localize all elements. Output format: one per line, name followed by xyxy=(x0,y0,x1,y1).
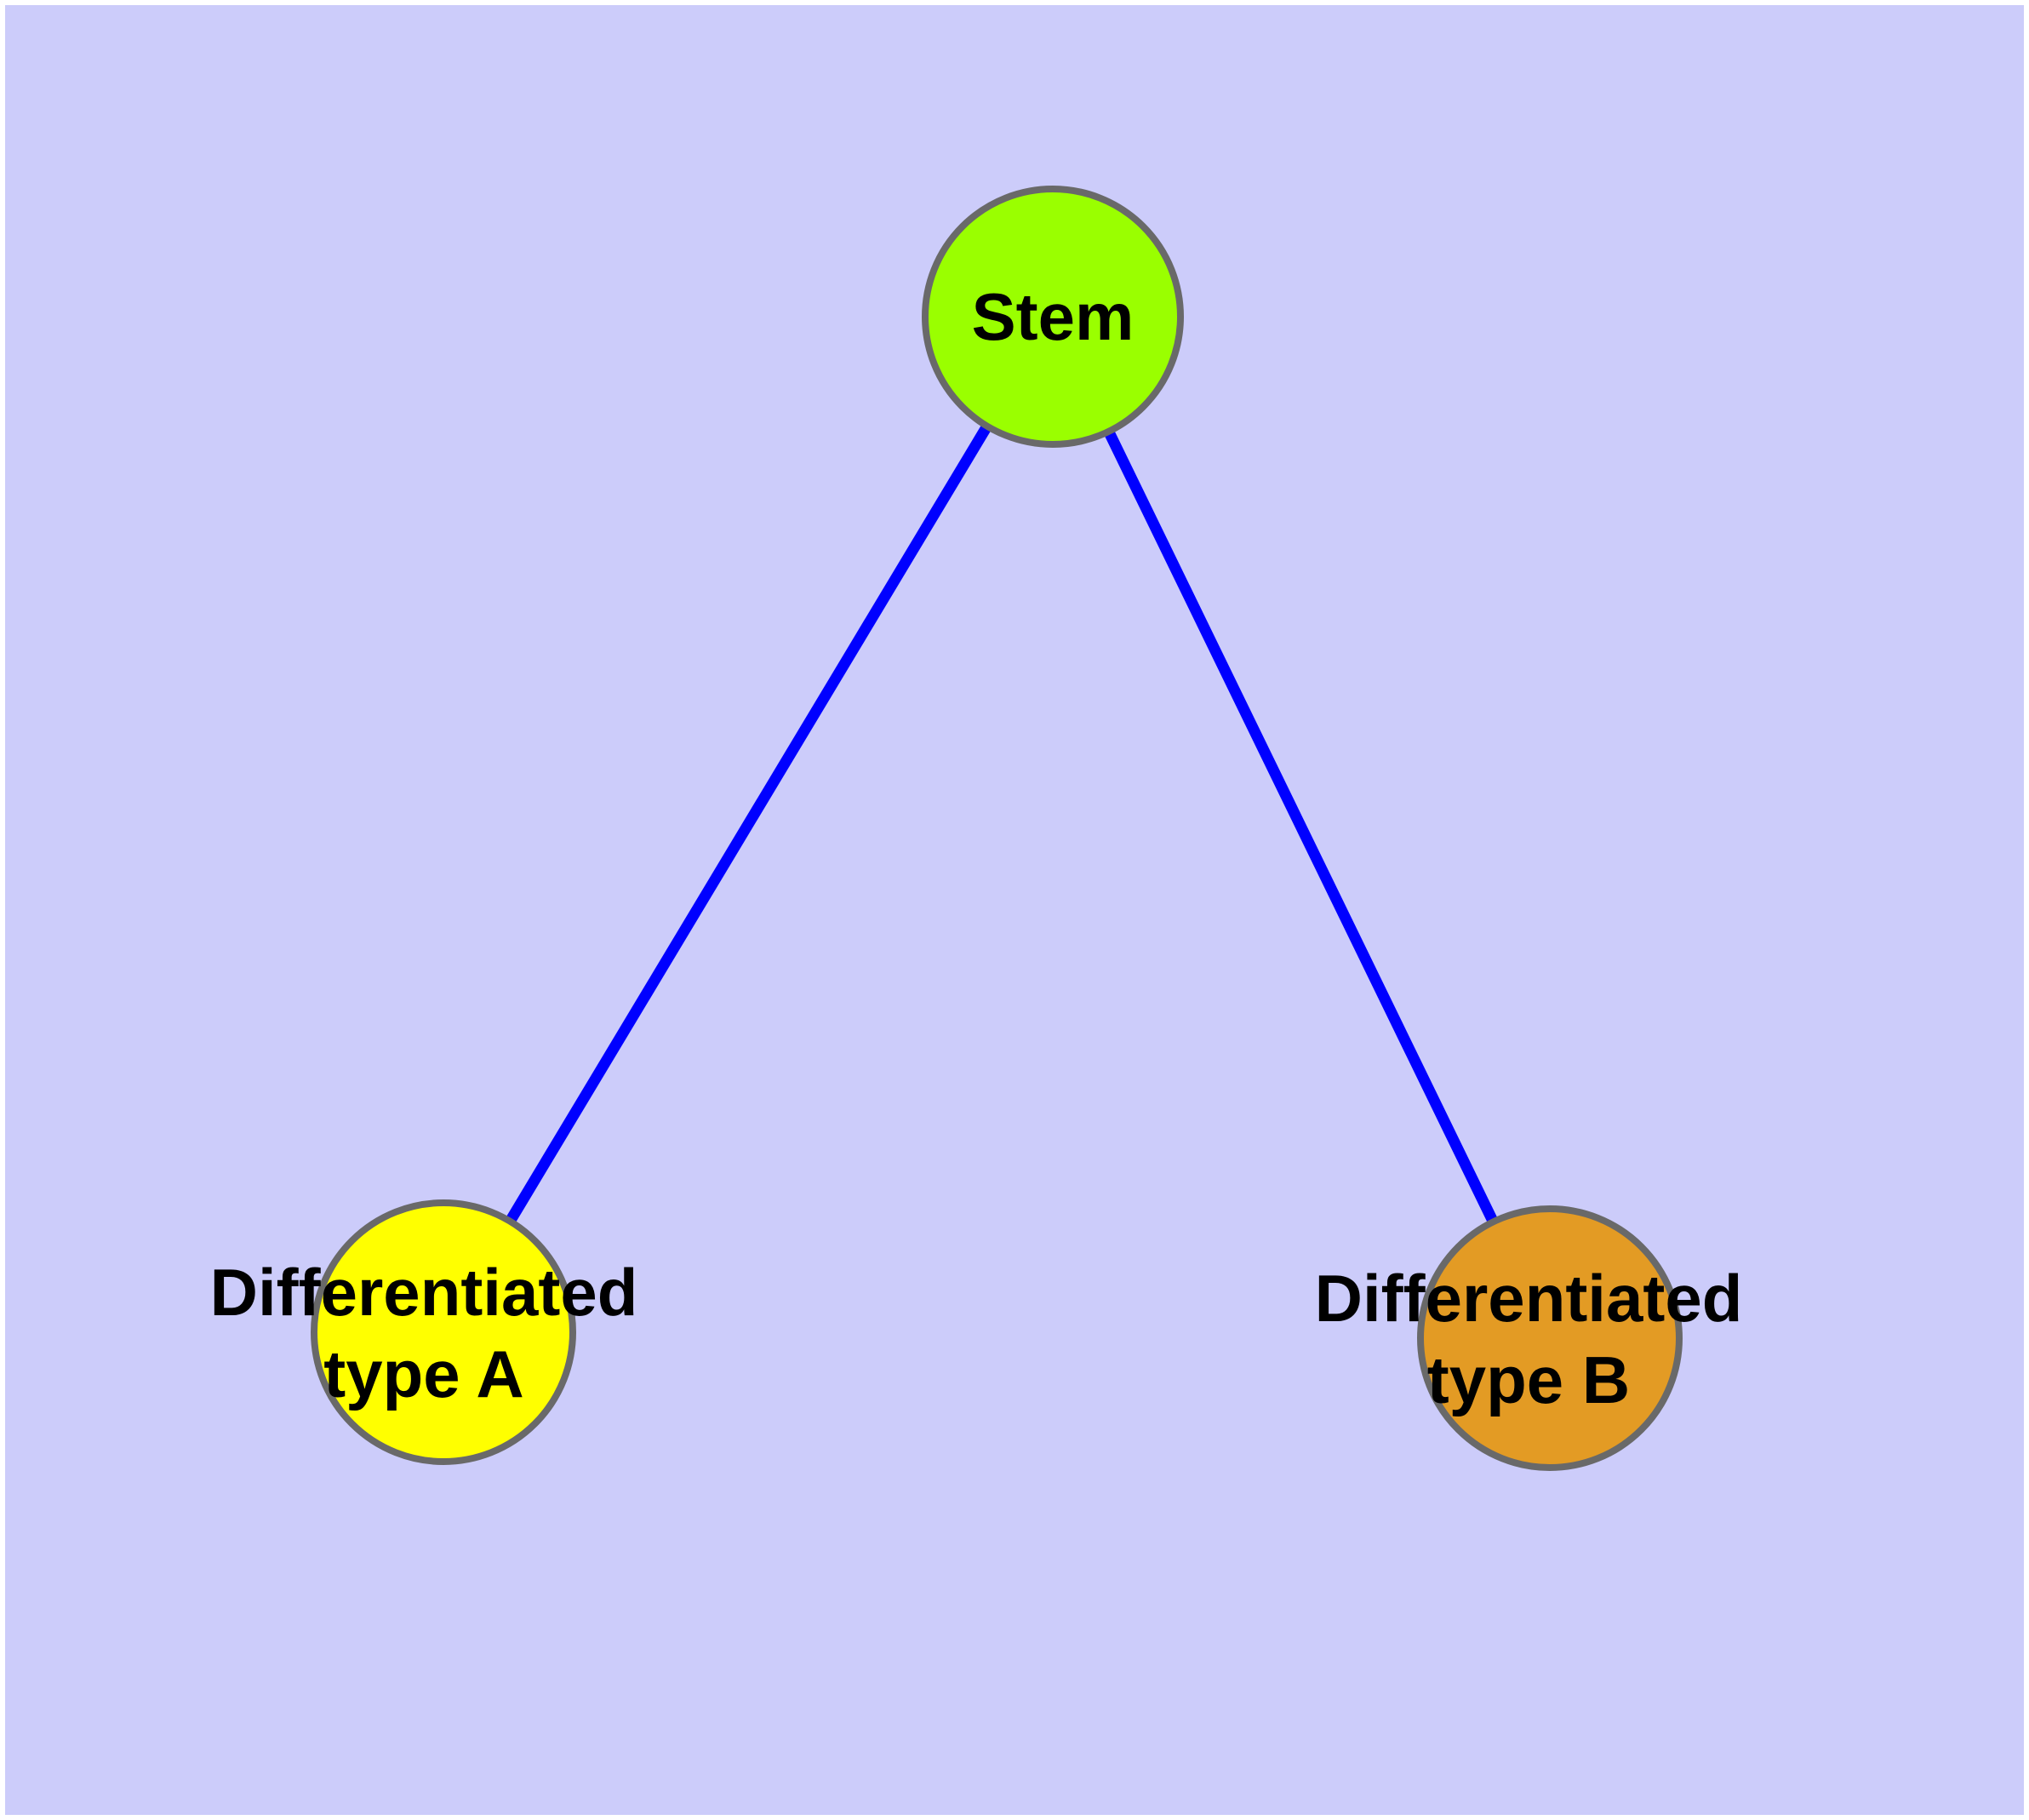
edge-stem-to-differentiated-a[interactable] xyxy=(438,313,1058,1336)
node-stem-label-line-1: Stem xyxy=(972,279,1135,354)
node-differentiated-type-b-label-line-2: type B xyxy=(1427,1342,1630,1417)
edge-stem-to-differentiated-b[interactable] xyxy=(1048,314,1555,1341)
node-differentiated-type-a-label-line-2: type A xyxy=(323,1336,524,1411)
node-differentiated-type-b-label-line-1: Differentiated xyxy=(1315,1261,1743,1336)
node-differentiated-type-a-circle[interactable] xyxy=(311,1199,576,1465)
node-differentiated-type-a-label-line-1: Differentiated xyxy=(210,1255,638,1330)
node-stem[interactable]: Stem xyxy=(922,186,1184,448)
edge-layer xyxy=(438,313,1555,1341)
node-differentiated-type-b[interactable]: Differentiated type B xyxy=(1315,1205,1743,1471)
node-stem-circle[interactable] xyxy=(922,186,1184,448)
node-layer: Stem Differentiated type A Differentiate… xyxy=(210,186,1743,1471)
node-differentiated-type-b-circle[interactable] xyxy=(1417,1205,1683,1471)
node-differentiated-type-a[interactable]: Differentiated type A xyxy=(210,1199,638,1465)
